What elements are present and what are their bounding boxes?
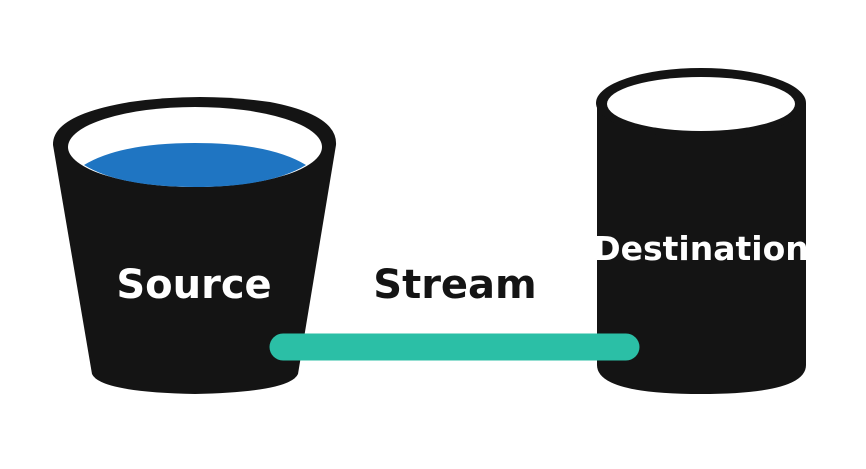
source-label: Source <box>116 262 271 308</box>
destination-label: Destination <box>593 229 809 268</box>
source-bucket: Source <box>52 97 337 394</box>
destination-cylinder-opening <box>607 77 795 131</box>
destination-cylinder-body <box>597 103 806 394</box>
stream-label: Stream <box>373 262 536 308</box>
source-liquid <box>84 143 306 187</box>
destination-cylinder: Destination <box>593 68 809 394</box>
